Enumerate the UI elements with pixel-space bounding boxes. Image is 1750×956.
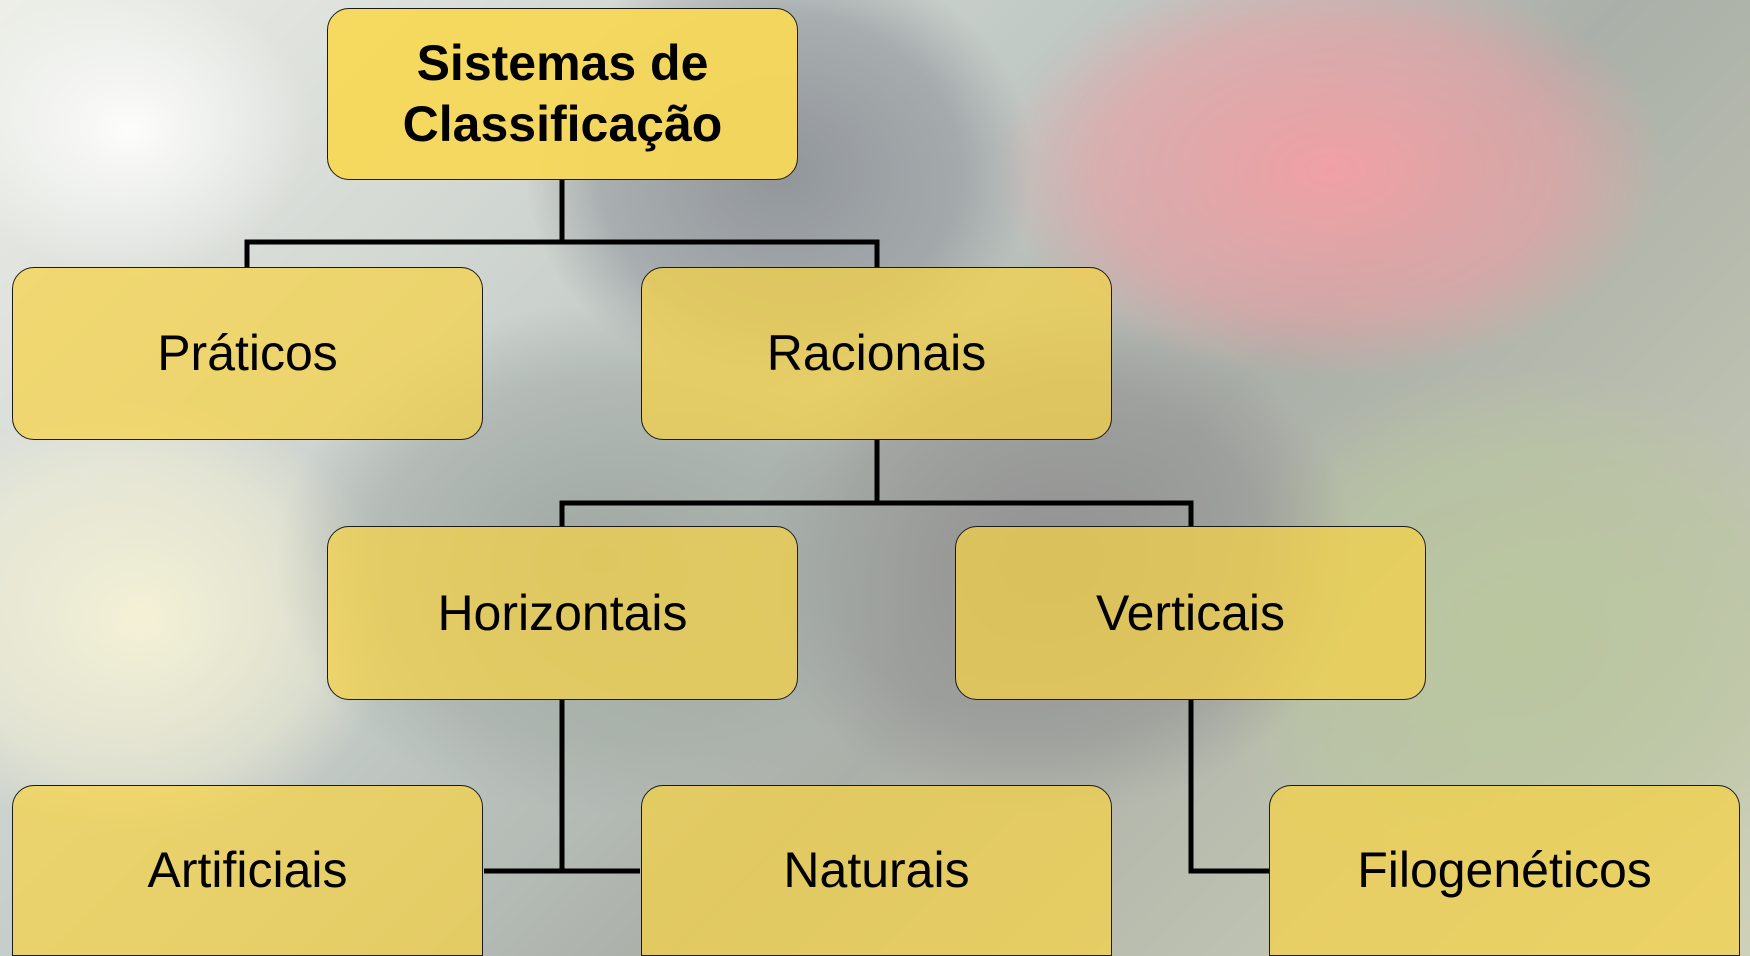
node-label: Práticos — [157, 325, 338, 381]
node-filogeneticos: Filogenéticos — [1269, 785, 1740, 956]
node-label: Naturais — [783, 842, 970, 898]
node-label: Verticais — [1096, 584, 1285, 641]
node-label: Artificiais — [147, 842, 348, 898]
node-naturais: Naturais — [641, 785, 1112, 956]
connector-root-to-praticos — [244, 239, 880, 267]
node-praticos: Práticos — [12, 267, 483, 440]
node-verticais: Verticais — [955, 526, 1426, 700]
node-label: Racionais — [766, 325, 987, 381]
node-racionais: Racionais — [641, 267, 1112, 440]
node-label: Sistemas de Classificação — [402, 35, 723, 152]
node-artificiais: Artificiais — [12, 785, 483, 956]
connector-verticais-to-filogeneticos — [1188, 700, 1269, 874]
node-sistemas-de-classificacao: Sistemas de Classificação — [327, 8, 798, 180]
node-label: Horizontais — [437, 584, 688, 641]
node-label: Filogenéticos — [1357, 842, 1652, 898]
node-horizontais: Horizontais — [327, 526, 798, 700]
connector-racionais-to-horizontais — [559, 500, 1194, 526]
